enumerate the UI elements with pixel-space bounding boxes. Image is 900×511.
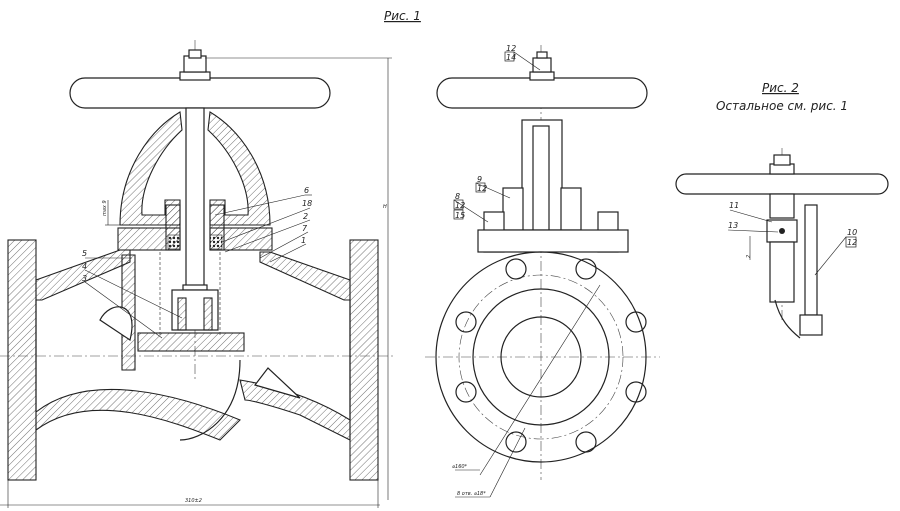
callout-18: 18 <box>302 199 312 208</box>
callout-10-ref: 12 <box>847 238 857 247</box>
section-view: Рис. 1 max 9 <box>0 9 421 508</box>
dim-height: H <box>383 204 387 210</box>
callout-6: 6 <box>304 186 309 195</box>
figure2-view: Рис. 2 Остальное см. рис. 1 11 13 2 10 1… <box>675 81 889 339</box>
callout-5: 5 <box>82 249 87 258</box>
valve-body <box>7 239 379 481</box>
callout-9: 9 <box>477 175 482 184</box>
flange-outer <box>435 251 647 463</box>
bore <box>500 316 582 398</box>
figure2-title: Рис. 2 <box>762 81 799 95</box>
callout-1: 1 <box>301 236 306 245</box>
figure1-title: Рис. 1 <box>384 9 421 23</box>
callout-2: 2 <box>303 212 308 221</box>
callout-2-fig2: 2 <box>746 255 752 258</box>
dim-stroke: max 9 <box>102 200 108 216</box>
handwheel <box>69 49 331 109</box>
callout-13: 13 <box>728 221 738 230</box>
callout-9-ref: 12 <box>477 184 487 193</box>
figure2-subtitle: Остальное см. рис. 1 <box>716 99 848 113</box>
callout-8-ref2: 15 <box>455 211 465 220</box>
callout-7: 7 <box>302 224 308 233</box>
callout-10: 10 <box>847 228 857 237</box>
callout-8: 8 <box>455 192 460 201</box>
dim-bolt-circle: ⌀160* <box>452 464 468 470</box>
callout-8-ref1: 12 <box>455 201 465 210</box>
callout-4: 4 <box>82 262 87 271</box>
callout-12-top: 12 <box>506 44 516 53</box>
callout-11: 11 <box>729 201 739 210</box>
callout-14: 14 <box>506 53 516 62</box>
callouts-fig1: 6 18 2 7 1 5 4 3 <box>82 186 312 339</box>
side-view: ⌀160* 8 отв. ⌀18* 12 14 9 12 8 12 15 <box>425 44 660 498</box>
callout-3: 3 <box>82 274 87 283</box>
yoke <box>119 111 183 226</box>
flange-inner <box>472 288 610 426</box>
bolt-holes <box>455 258 647 453</box>
dim-holes: 8 отв. ⌀18* <box>457 491 486 497</box>
dim-width: 310±2 <box>185 498 202 504</box>
